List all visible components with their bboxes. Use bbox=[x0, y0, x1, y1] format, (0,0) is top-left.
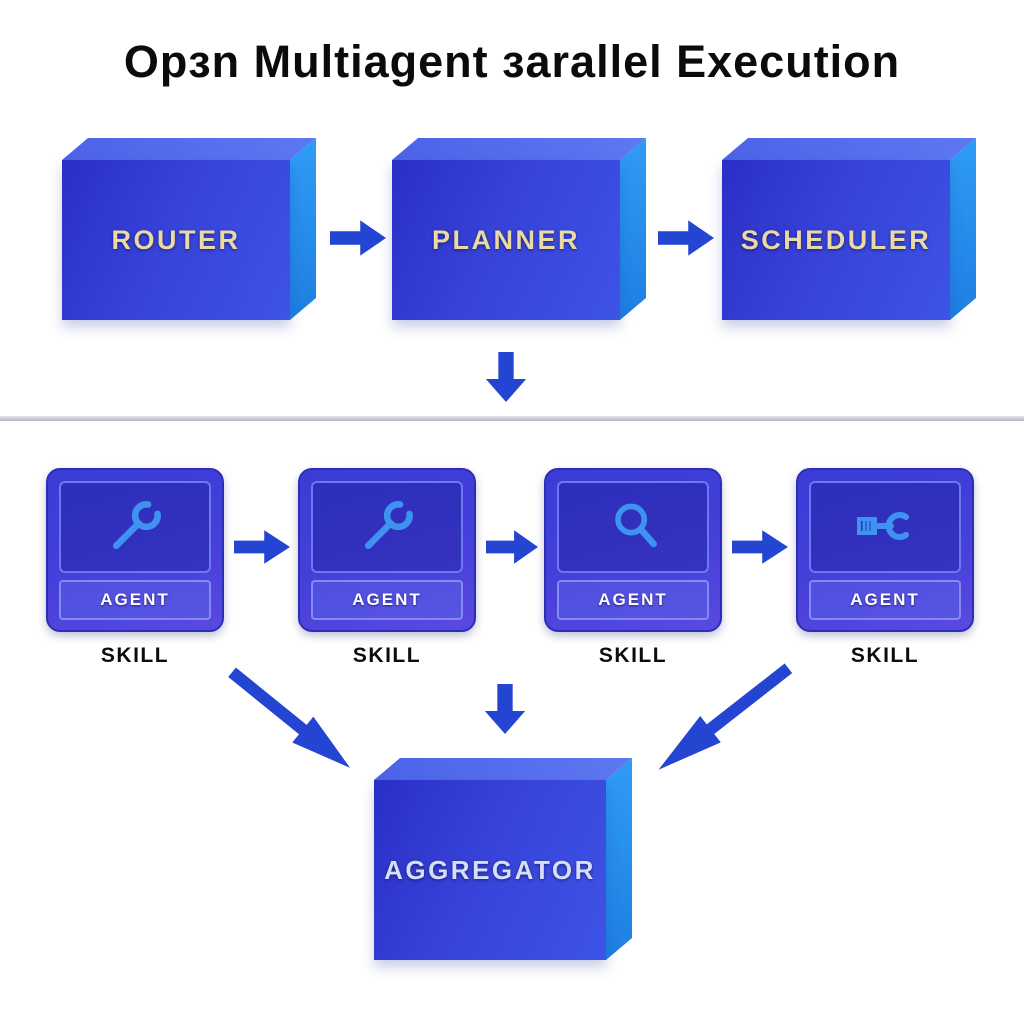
aggregator-label: AGGREGATOR bbox=[384, 854, 596, 885]
planner-box: PLANNER bbox=[392, 138, 646, 320]
agent-label: AGENT bbox=[598, 590, 668, 609]
agent-label: AGENT bbox=[352, 590, 422, 609]
arrow-right-icon bbox=[330, 220, 386, 256]
box-top-face bbox=[722, 138, 976, 160]
router-box: ROUTER bbox=[62, 138, 316, 320]
agent-label-band: AGENT bbox=[809, 580, 961, 620]
agent-card-3: AGENT bbox=[544, 468, 722, 632]
box-top-face bbox=[374, 758, 632, 780]
wrench-icon bbox=[112, 501, 161, 550]
agent-label-band: AGENT bbox=[557, 580, 709, 620]
skill-label: SKILL bbox=[100, 644, 170, 667]
agent-icon-panel bbox=[809, 481, 961, 573]
section-divider bbox=[0, 416, 1024, 421]
arrow-right-icon bbox=[732, 530, 788, 564]
arrow-diagonal-down-left-icon bbox=[647, 653, 800, 785]
box-side-face bbox=[290, 138, 316, 320]
arrow-right-icon bbox=[658, 220, 714, 256]
box-side-face bbox=[620, 138, 646, 320]
skill-label: SKILL bbox=[352, 644, 422, 667]
agent-card-1: AGENT bbox=[46, 468, 224, 632]
box-front-face: AGGREGATOR bbox=[374, 780, 606, 960]
agent-card-4: AGENT bbox=[796, 468, 974, 632]
box-front-face: SCHEDULER bbox=[722, 160, 950, 320]
scheduler-label: SCHEDULER bbox=[740, 224, 932, 255]
agent-icon-panel bbox=[59, 481, 211, 573]
box-side-face bbox=[606, 758, 632, 960]
box-front-face: PLANNER bbox=[392, 160, 620, 320]
agent-label: AGENT bbox=[100, 590, 170, 609]
planner-label: PLANNER bbox=[431, 224, 580, 255]
arrow-diagonal-down-right-icon bbox=[220, 657, 362, 782]
agent-label: AGENT bbox=[850, 590, 920, 609]
agent-label-band: AGENT bbox=[311, 580, 463, 620]
arrow-down-icon bbox=[485, 352, 527, 402]
ratchet-icon bbox=[857, 512, 909, 540]
magnifier-icon bbox=[615, 503, 657, 548]
box-top-face bbox=[62, 138, 316, 160]
agent-icon-panel bbox=[311, 481, 463, 573]
scheduler-box: SCHEDULER bbox=[722, 138, 976, 320]
wrench-icon bbox=[364, 501, 413, 550]
box-front-face: ROUTER bbox=[62, 160, 290, 320]
box-top-face bbox=[392, 138, 646, 160]
skill-label: SKILL bbox=[850, 644, 920, 667]
arrow-right-icon bbox=[486, 530, 538, 564]
agent-icon-panel bbox=[557, 481, 709, 573]
agent-label-band: AGENT bbox=[59, 580, 211, 620]
agent-card-2: AGENT bbox=[298, 468, 476, 632]
box-side-face bbox=[950, 138, 976, 320]
page-title: Opзn Multiagent зarallel Execution bbox=[123, 36, 901, 87]
aggregator-box: AGGREGATOR bbox=[374, 758, 632, 960]
skill-label: SKILL bbox=[598, 644, 668, 667]
arrow-down-icon bbox=[484, 684, 526, 734]
router-label: ROUTER bbox=[111, 224, 241, 255]
arrow-right-icon bbox=[234, 530, 290, 564]
